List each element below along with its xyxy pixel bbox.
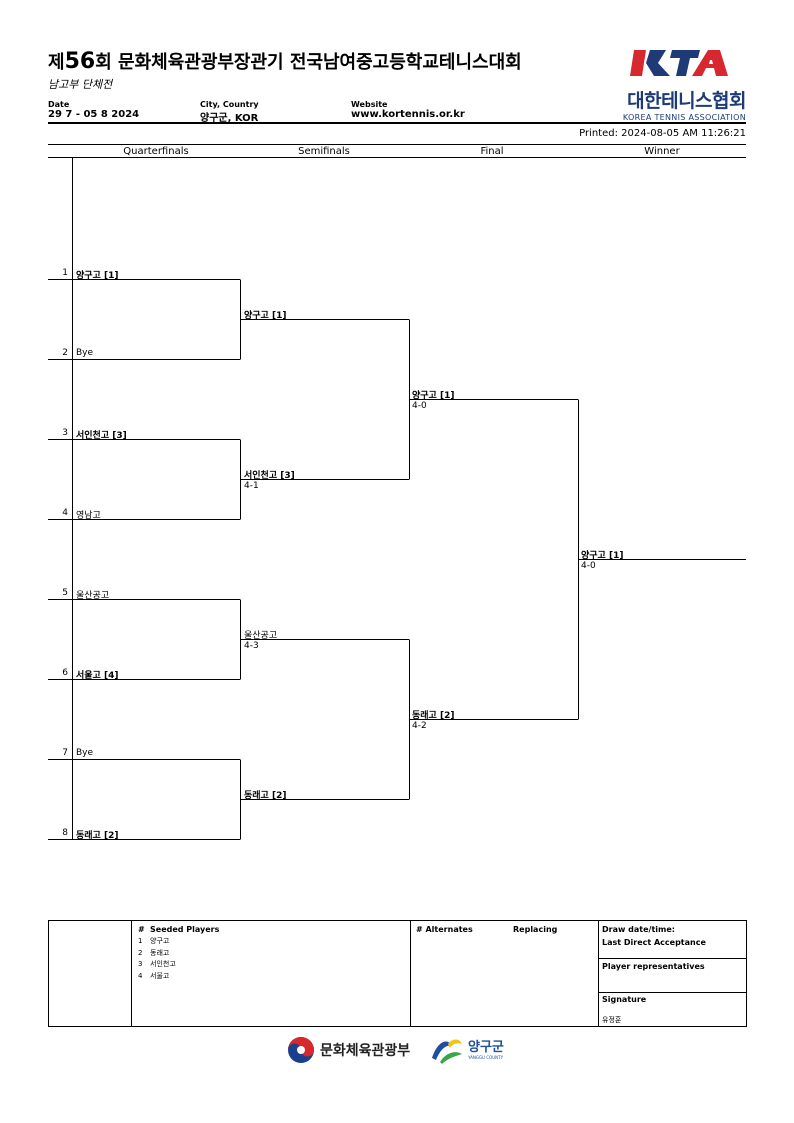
sf-entry-name: 울산공고 [244, 631, 278, 641]
event-subtitle: 남고부 단체전 [48, 78, 113, 91]
website-value[interactable]: www.kortennis.or.kr [351, 109, 465, 120]
last-direct-label: Last Direct Acceptance [602, 938, 706, 947]
round-header-winner: Winner [644, 146, 680, 157]
footer-row-divider [598, 992, 746, 993]
footer-table [48, 920, 747, 1027]
sf-score: 4-1 [244, 481, 259, 491]
footer-col-divider [410, 920, 411, 1026]
city-label: City, Country [200, 100, 259, 109]
county-name: 양구군 [468, 1039, 504, 1055]
sf-entry-name: 서인천고 [3] [244, 471, 295, 481]
draw-position: 5 [62, 588, 68, 598]
website-label: Website [351, 100, 388, 109]
sf-entry-name: 양구고 [1] [244, 311, 287, 321]
sf-score: 4-3 [244, 641, 259, 651]
sf-entry-name: 동래고 [2] [244, 791, 287, 801]
seeded-title: Seeded Players [150, 925, 220, 934]
date-value: 29 7 - 05 8 2024 [48, 109, 140, 120]
county-name-en: YANGGU COUNTY [468, 1054, 504, 1060]
round-header-bottom-rule [48, 157, 746, 158]
entry-name: 서울고 [4] [76, 671, 119, 681]
draw-position: 2 [62, 348, 68, 358]
footer-col-divider [131, 920, 132, 1026]
final-entry-name: 동래고 [2] [412, 711, 455, 721]
kta-korean-name: 대한테니스협회 [627, 90, 746, 112]
ministry-emblem-icon [288, 1037, 314, 1063]
winner-name: 양구고 [1] [581, 551, 624, 561]
player-reps-label: Player representatives [602, 962, 705, 971]
alternates-label: # Alternates [416, 925, 473, 934]
entry-name: 영남고 [76, 511, 101, 521]
city-value: 양구군, KOR [200, 113, 259, 124]
final-score: 4-0 [412, 401, 427, 411]
county-logo: 양구군 YANGGU COUNTY [430, 1035, 504, 1065]
replacing-label: Replacing [513, 925, 558, 934]
footer-row-divider [598, 958, 746, 959]
round-header-sf: Semifinals [298, 146, 350, 157]
round-header-top-rule [48, 144, 746, 145]
entry-name: 양구고 [1] [76, 271, 119, 281]
draw-position: 4 [62, 508, 68, 518]
kta-logo-mark [630, 50, 728, 76]
draw-position: 8 [62, 828, 68, 838]
kta-logo: 대한테니스협회 KOREA TENNIS ASSOCIATION [616, 46, 747, 122]
seeded-hash: # [138, 925, 145, 934]
ministry-name: 문화체육관광부 [320, 1043, 411, 1059]
final-entry-name: 양구고 [1] [412, 391, 455, 401]
draw-date-label: Draw date/time: [602, 925, 675, 934]
ministry-logo: 문화체육관광부 [287, 1035, 410, 1065]
footer-col-divider [598, 920, 599, 1026]
round-header-qf: Quarterfinals [123, 146, 189, 157]
draw-position: 3 [62, 428, 68, 438]
final-score: 4-2 [412, 721, 427, 731]
signature-name: 유정훈 [602, 1016, 622, 1024]
header-divider [48, 122, 746, 124]
draw-position: 7 [62, 748, 68, 758]
entry-name: 울산공고 [76, 591, 110, 601]
round-header-final: Final [480, 146, 504, 157]
entry-name: 서인천고 [3] [76, 431, 127, 441]
entry-name: 동래고 [2] [76, 831, 119, 841]
county-emblem-icon [432, 1039, 462, 1064]
draw-position: 1 [62, 268, 68, 278]
entry-name: Bye [76, 348, 94, 358]
tournament-title: 제56회 문화체육관광부장관기 전국남여중고등학교테니스대회 [48, 49, 522, 74]
date-label: Date [48, 100, 70, 109]
printed-timestamp: Printed: 2024-08-05 AM 11:26:21 [579, 128, 746, 139]
kta-english-name: KOREA TENNIS ASSOCIATION [622, 113, 746, 122]
draw-position: 6 [62, 668, 68, 678]
winner-score: 4-0 [581, 561, 596, 571]
entry-name: Bye [76, 748, 94, 758]
signature-label: Signature [602, 995, 647, 1004]
